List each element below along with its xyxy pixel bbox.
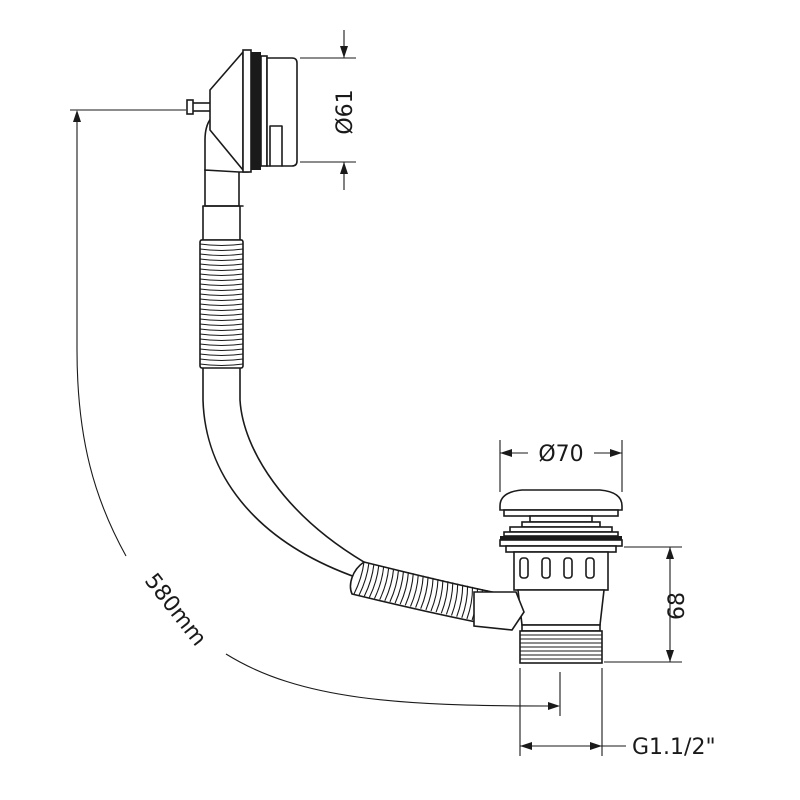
dimension-thread-size: G1.1/2"	[519, 668, 716, 760]
corrugation-rib	[435, 580, 444, 613]
corrugation-rib	[199, 333, 244, 337]
corrugated-section-upper	[199, 205, 244, 369]
corrugation-rib	[199, 268, 244, 272]
corrugation-rib	[199, 303, 244, 307]
corrugation-rib	[199, 328, 244, 332]
corrugation-rib	[353, 561, 365, 595]
corrugation-rib	[199, 263, 244, 267]
corrugation-rib	[199, 308, 244, 312]
corrugation-rib	[363, 564, 375, 597]
dimension-waste-diameter: Ø70	[499, 440, 623, 492]
corrugation-rib	[199, 338, 244, 342]
corrugation-rib	[199, 363, 244, 367]
corrugation-rib	[399, 572, 409, 605]
corrugation-rib	[199, 348, 244, 352]
corrugation-rib	[379, 567, 390, 600]
dimension-overflow-diameter: Ø61	[300, 30, 358, 190]
corrugation-rib	[445, 582, 454, 615]
corrugation-rib	[409, 574, 419, 607]
corrugation-rib	[199, 323, 244, 327]
corrugation-rib	[374, 566, 385, 599]
corrugation-rib	[199, 343, 244, 347]
total-length-label: 580mm	[139, 569, 211, 651]
corrugation-rib	[430, 578, 439, 612]
waste-height-label: 68	[665, 592, 690, 620]
corrugation-rib	[199, 253, 244, 257]
corrugation-rib	[199, 293, 244, 297]
overflow-diameter-label: Ø61	[333, 89, 358, 134]
corrugation-rib	[199, 318, 244, 322]
body-slots	[519, 557, 595, 579]
thread-lines	[520, 634, 602, 660]
corrugation-rib	[199, 353, 244, 357]
corrugation-rib	[394, 571, 405, 604]
corrugation-rib	[420, 576, 429, 609]
corrugation-rib	[199, 283, 244, 287]
corrugation-rib	[199, 273, 244, 277]
overflow-head	[186, 49, 298, 207]
corrugation-rib	[199, 278, 244, 282]
overflow-hose	[199, 205, 513, 629]
corrugation-rib	[461, 585, 469, 618]
corrugation-rib	[404, 573, 414, 606]
corrugation-rib	[199, 313, 244, 317]
corrugation-rib	[389, 569, 400, 603]
thread-size-label: G1.1/2"	[632, 735, 716, 760]
corrugation-rib	[199, 288, 244, 292]
corrugation-rib	[415, 575, 424, 608]
corrugation-rib	[199, 258, 244, 262]
dimension-waste-height: 68	[604, 546, 690, 663]
corrugation-rib	[384, 568, 395, 602]
corrugation-rib	[456, 584, 464, 617]
corrugation-rib	[199, 358, 244, 362]
corrugation-rib	[466, 586, 474, 620]
corrugation-rib	[450, 583, 459, 616]
waste-assembly	[473, 489, 623, 664]
corrugation-rib	[368, 565, 380, 598]
corrugation-rib	[440, 581, 449, 614]
corrugation-rib	[358, 563, 370, 596]
waste-diameter-label: Ø70	[538, 442, 583, 467]
corrugation-rib	[425, 577, 434, 611]
corrugation-rib	[199, 298, 244, 302]
corrugation-rib	[199, 248, 244, 252]
corrugation-rib	[199, 243, 244, 247]
